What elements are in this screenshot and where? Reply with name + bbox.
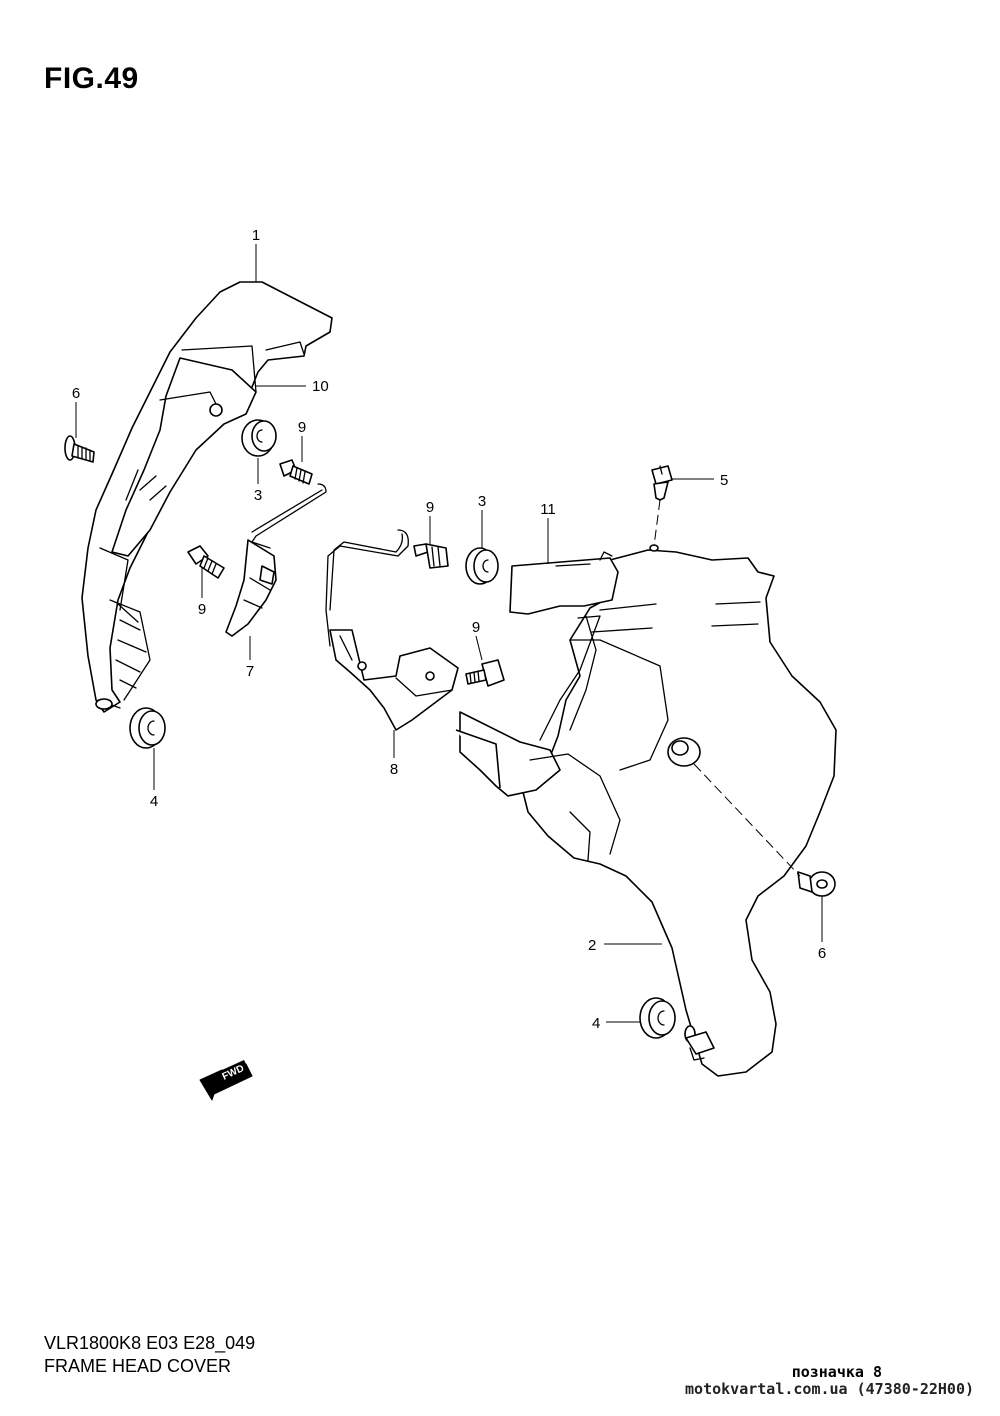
bracket-7: [225, 483, 327, 637]
bolt-9-middle-upper: [413, 543, 449, 569]
callout-9-middle-lower: 9: [472, 619, 480, 636]
bolt-9-left-upper: [279, 459, 313, 485]
leader-lines: [75, 244, 823, 1023]
screw-6-left: [64, 435, 95, 463]
callout-3-middle: 3: [478, 493, 486, 510]
bottom-fastener: [685, 1031, 715, 1061]
right-cover-grommet: [667, 737, 701, 767]
grommet-3-middle: [465, 547, 499, 585]
grommet-3-left: [241, 419, 277, 457]
callout-6-left: 6: [72, 385, 80, 402]
stay-8: [325, 529, 459, 731]
callout-8: 8: [390, 761, 398, 778]
callout-1: 1: [252, 227, 260, 244]
callout-labels: 1 10 6 9 3 9 7 4 8 9 3 11 9 5 6 2 4: [72, 227, 826, 1032]
right-frame-head-cover: [455, 544, 837, 1077]
left-frame-head-cover: [81, 281, 333, 713]
figure-title: FIG.49: [44, 62, 139, 95]
diagram-caption: FRAME HEAD COVER: [44, 1356, 232, 1376]
callout-2: 2: [588, 937, 596, 954]
callout-5: 5: [720, 472, 728, 489]
callout-11: 11: [540, 501, 556, 518]
callout-4-right: 4: [592, 1015, 600, 1032]
screw-6-right: [797, 871, 836, 897]
model-code: VLR1800K8 E03 E28_049: [44, 1333, 256, 1353]
callout-9-left-lower: 9: [198, 601, 206, 618]
clip-5: [651, 465, 673, 501]
source-watermark: motokvartal.com.ua (47380-22H00): [685, 1380, 974, 1398]
grommet-4-left: [129, 707, 166, 749]
callout-9-middle-upper: 9: [426, 499, 434, 516]
callout-3-left: 3: [254, 487, 262, 504]
callout-10: 10: [312, 378, 329, 395]
bolt-9-left-lower: [187, 545, 225, 579]
callout-6-right: 6: [818, 945, 826, 962]
grommet-4-right: [639, 997, 676, 1039]
mark-label: позначка 8: [791, 1363, 882, 1381]
callout-4-left: 4: [150, 793, 158, 810]
fwd-arrow-icon: FWD: [199, 1060, 253, 1101]
callout-7: 7: [246, 663, 254, 680]
callout-9-left-upper: 9: [298, 419, 306, 436]
bolt-9-middle-lower: [465, 659, 505, 687]
